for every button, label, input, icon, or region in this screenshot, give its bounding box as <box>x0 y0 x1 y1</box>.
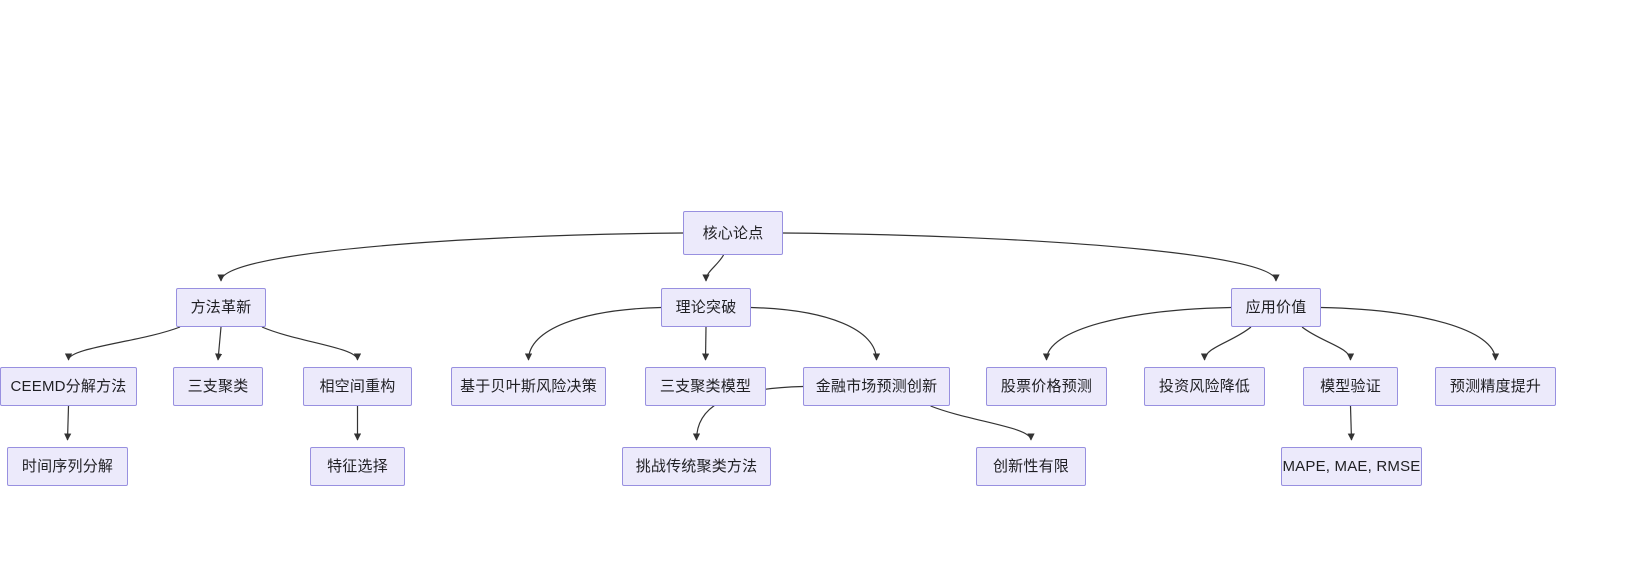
node-l4b[interactable]: 特征选择 <box>310 447 405 486</box>
node-l3j[interactable]: 预测精度提升 <box>1435 367 1556 406</box>
edge-l3a-to-l4a <box>64 405 72 441</box>
edge-l2b-to-l3e <box>701 326 710 361</box>
node-label: 创新性有限 <box>992 458 1069 475</box>
node-l3f[interactable]: 金融市场预测创新 <box>803 367 950 406</box>
node-root[interactable]: 核心论点 <box>683 211 783 255</box>
node-label: 时间序列分解 <box>21 458 114 475</box>
node-label: 股票价格预测 <box>1000 378 1093 395</box>
edge-l2a-to-l3c <box>261 326 362 361</box>
node-label: MAPE, MAE, RMSE <box>1282 458 1421 475</box>
node-label: 理论突破 <box>675 299 737 316</box>
node-label: 特征选择 <box>327 458 388 475</box>
edge-l2c-to-l3g <box>1042 306 1232 361</box>
edge-l2b-to-l3f <box>750 306 881 361</box>
edge-root-to-l2c <box>782 232 1280 282</box>
node-l3d[interactable]: 基于贝叶斯风险决策 <box>451 367 606 406</box>
edge-l2a-to-l3b <box>215 326 223 361</box>
node-label: 三支聚类 <box>187 378 249 395</box>
node-label: 方法革新 <box>190 299 252 316</box>
node-l2c[interactable]: 应用价值 <box>1231 288 1321 327</box>
node-l3i[interactable]: 模型验证 <box>1303 367 1398 406</box>
edge-l3f-to-l4d <box>930 405 1035 441</box>
node-l2b[interactable]: 理论突破 <box>661 288 751 327</box>
node-l2a[interactable]: 方法革新 <box>176 288 266 327</box>
node-l4a[interactable]: 时间序列分解 <box>7 447 128 486</box>
node-l4c[interactable]: 挑战传统聚类方法 <box>622 447 771 486</box>
edge-l2a-to-l3a <box>64 326 181 361</box>
node-l3a[interactable]: CEEMD分解方法 <box>0 367 137 406</box>
node-label: 金融市场预测创新 <box>815 378 938 395</box>
edge-root-to-l2b <box>702 254 725 282</box>
node-label: 挑战传统聚类方法 <box>635 458 758 475</box>
edge-l2c-to-l3h <box>1200 326 1252 361</box>
node-label: 预测精度提升 <box>1449 378 1542 395</box>
node-l3g[interactable]: 股票价格预测 <box>986 367 1107 406</box>
node-l3h[interactable]: 投资风险降低 <box>1144 367 1265 406</box>
edge-l3i-to-l4e <box>1347 405 1355 441</box>
node-label: 模型验证 <box>1320 378 1381 395</box>
node-l3c[interactable]: 相空间重构 <box>303 367 412 406</box>
node-label: 三支聚类模型 <box>659 378 752 395</box>
node-l4e[interactable]: MAPE, MAE, RMSE <box>1281 447 1422 486</box>
node-label: 投资风险降低 <box>1158 378 1251 395</box>
node-label: 核心论点 <box>702 224 764 242</box>
node-l3b[interactable]: 三支聚类 <box>173 367 263 406</box>
edge-l2c-to-l3i <box>1301 326 1355 361</box>
edge-l2b-to-l3d <box>524 306 662 361</box>
node-label: 基于贝叶斯风险决策 <box>460 378 597 395</box>
edge-l2c-to-l3j <box>1320 306 1500 361</box>
node-label: 应用价值 <box>1245 299 1307 316</box>
node-label: CEEMD分解方法 <box>10 378 127 395</box>
node-label: 相空间重构 <box>319 378 396 395</box>
node-l4d[interactable]: 创新性有限 <box>976 447 1086 486</box>
node-l3e[interactable]: 三支聚类模型 <box>645 367 766 406</box>
edge-root-to-l2a <box>217 232 684 282</box>
